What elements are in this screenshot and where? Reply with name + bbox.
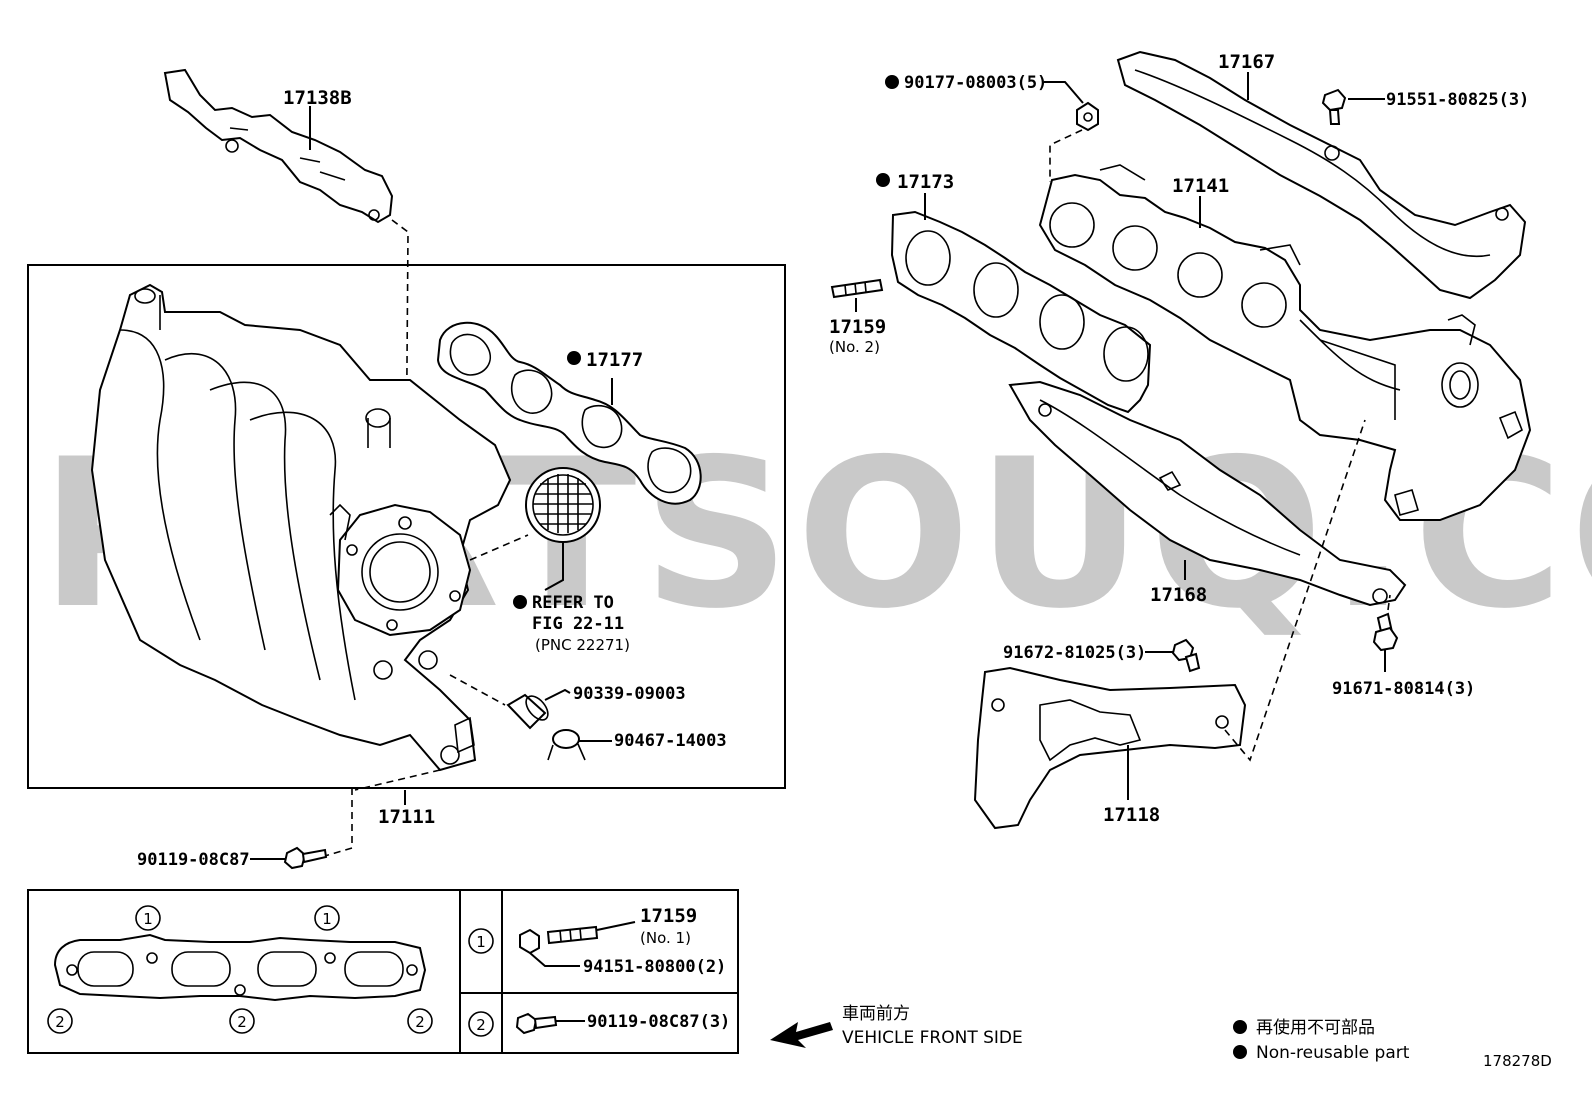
exhaust-manifold-17141-drawing (1038, 164, 1532, 521)
callout-2-bottom-right: 2 (407, 1008, 433, 1034)
label-91551-80825[interactable]: 91551-80825(3) (1386, 90, 1529, 110)
label-90119-08c87[interactable]: 90119-08C87 (137, 850, 250, 870)
label-fig-22-11[interactable]: FIG 22-11 (532, 614, 624, 634)
label-91672-81025[interactable]: 91672-81025(3) (1003, 643, 1146, 663)
label-17138b[interactable]: 17138B (283, 87, 352, 109)
bolt-90119-drawing (250, 846, 328, 870)
bolt-91671-drawing (1372, 612, 1399, 672)
callout-2-table: 2 (468, 1011, 494, 1037)
svg-text:2: 2 (415, 1013, 425, 1031)
label-17141[interactable]: 17141 (1172, 175, 1229, 197)
front-side-jp: 車両前方 (842, 1004, 910, 1024)
non-reusable-dot-90177 (885, 75, 899, 89)
callout-2-bottom-left: 2 (47, 1008, 73, 1034)
nut-94151-drawing (519, 921, 636, 967)
svg-text:1: 1 (143, 910, 153, 928)
clip-90467-drawing (547, 729, 612, 761)
label-90177-08003[interactable]: 90177-08003(5) (904, 73, 1047, 93)
label-94151-80800[interactable]: 94151-80800(2) (583, 957, 726, 977)
svg-text:2: 2 (55, 1013, 65, 1031)
label-17177[interactable]: 17177 (586, 349, 643, 371)
intake-manifold-box (27, 264, 786, 789)
label-90339-09003[interactable]: 90339-09003 (573, 684, 686, 704)
label-17173[interactable]: 17173 (897, 171, 954, 193)
gasket-17173-drawing (890, 210, 1152, 414)
intake-manifold-17111-drawing (90, 283, 512, 772)
front-side-en: VEHICLE FRONT SIDE (842, 1028, 1023, 1048)
callout-2-bottom-mid: 2 (229, 1008, 255, 1034)
label-17111[interactable]: 17111 (378, 806, 435, 828)
insulator-17167-drawing (1116, 50, 1527, 300)
diagram-id: 178278D (1483, 1052, 1552, 1070)
insulator-17168-drawing (1008, 380, 1407, 607)
nut-90177-drawing (1044, 81, 1099, 182)
front-arrow-icon (770, 1022, 833, 1048)
gasket-detail-box (27, 889, 739, 1054)
bolt-91672-drawing (1145, 638, 1201, 673)
label-refer-to: REFER TO (532, 593, 614, 613)
gasket-17177-drawing (436, 321, 702, 505)
gasket-outline-drawing (53, 933, 427, 1002)
stud-17159-no2-drawing (830, 278, 884, 312)
callout-1-top-right: 1 (314, 905, 340, 931)
svg-text:2: 2 (476, 1016, 486, 1034)
label-17159-no1-sub: (No. 1) (640, 929, 691, 947)
label-17159-no2-sub: (No. 2) (829, 338, 880, 356)
label-pnc-22271: (PNC 22271) (535, 636, 630, 654)
label-17118[interactable]: 17118 (1103, 804, 1160, 826)
svg-text:1: 1 (322, 910, 332, 928)
non-reusable-dot-refer (513, 595, 527, 609)
svg-text:2: 2 (237, 1013, 247, 1031)
label-90467-14003[interactable]: 90467-14003 (614, 731, 727, 751)
legend-dot-jp (1233, 1020, 1247, 1034)
non-reusable-dot-17173 (876, 173, 890, 187)
bracket-17118-drawing (973, 666, 1247, 830)
label-17168[interactable]: 17168 (1150, 584, 1207, 606)
label-17159-no2[interactable]: 17159 (829, 316, 886, 338)
label-17167[interactable]: 17167 (1218, 51, 1275, 73)
bracket-17138b-drawing (163, 68, 394, 224)
label-17159-no1[interactable]: 17159 (640, 905, 697, 927)
cap-90339-drawing (449, 674, 571, 730)
label-90119-08c87-3[interactable]: 90119-08C87(3) (587, 1012, 730, 1032)
legend-en: Non-reusable part (1256, 1043, 1410, 1063)
bolt-90119-row2-drawing (515, 1012, 585, 1035)
callout-1-table: 1 (468, 928, 494, 954)
non-reusable-dot-17177 (567, 351, 581, 365)
legend-jp: 再使用不可部品 (1256, 1017, 1375, 1038)
callout-1-top-left: 1 (135, 905, 161, 931)
bolt-91551-drawing (1321, 88, 1385, 125)
svg-text:1: 1 (476, 933, 486, 951)
throttle-gasket-drawing (525, 467, 601, 591)
legend-dot-en (1233, 1045, 1247, 1059)
label-91671-80814[interactable]: 91671-80814(3) (1332, 679, 1475, 699)
